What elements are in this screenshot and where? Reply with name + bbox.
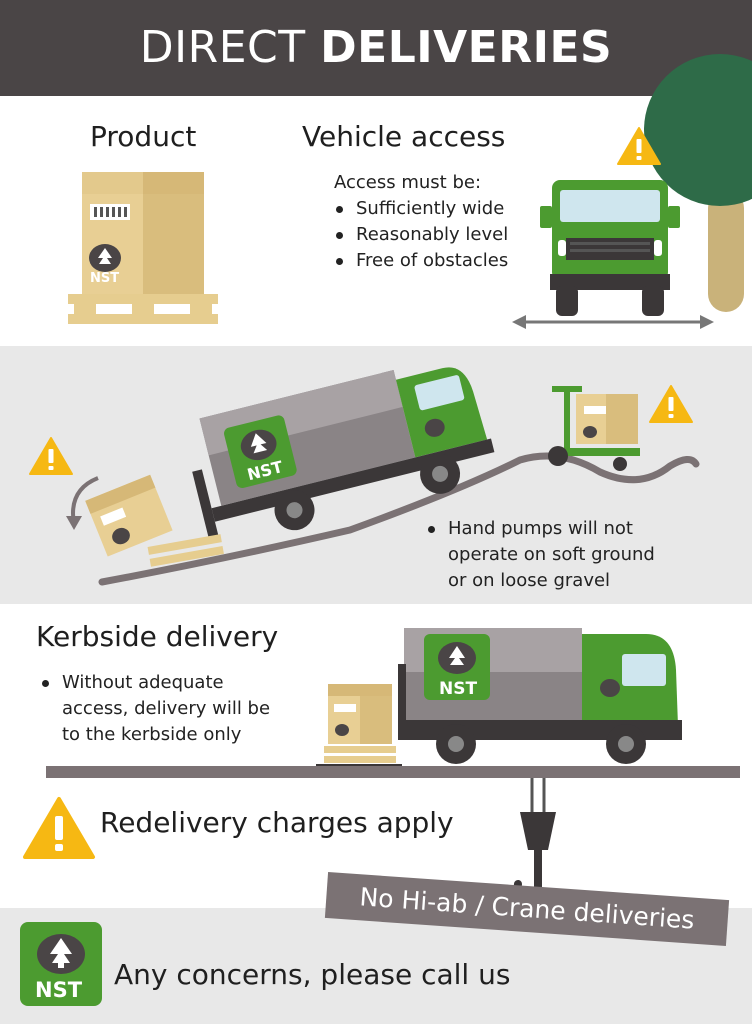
list-item: Reasonably level bbox=[334, 222, 508, 248]
width-arrow-icon bbox=[512, 315, 714, 329]
kerbside-truck-logo: NST bbox=[439, 679, 477, 699]
access-list: Sufficiently wide Reasonably level Free … bbox=[334, 196, 508, 274]
warning-icon bbox=[617, 127, 661, 165]
warning-icon bbox=[649, 385, 693, 423]
kerb-road-line bbox=[46, 766, 740, 778]
falling-box-icon bbox=[85, 474, 224, 567]
warning-icon bbox=[23, 797, 95, 859]
kerbside-list-cont: access, delivery will be to the kerbside… bbox=[62, 696, 270, 748]
kerbside-list: Without adequate bbox=[40, 670, 224, 696]
product-box-logo: NST bbox=[90, 271, 119, 286]
kerbside-heading: Kerbside delivery bbox=[36, 620, 279, 653]
footer-logo-text: NST bbox=[35, 978, 83, 1002]
vehicle-access-heading: Vehicle access bbox=[302, 120, 506, 153]
curved-arrow-icon bbox=[66, 476, 99, 530]
truck-side-icon: NST bbox=[192, 367, 495, 540]
warning-icon bbox=[29, 437, 73, 475]
title-regular: DIRECT bbox=[139, 22, 306, 73]
footer-text: Any concerns, please call us bbox=[114, 958, 511, 991]
ground-list: Hand pumps will not bbox=[426, 516, 633, 542]
nst-logo-icon: NST bbox=[20, 922, 102, 1006]
list-item: Sufficiently wide bbox=[334, 196, 508, 222]
list-item: Without adequate bbox=[40, 670, 224, 696]
header-bar: DIRECT DELIVERIES bbox=[0, 0, 752, 96]
tree-icon bbox=[644, 54, 752, 312]
ground-list-cont: operate on soft ground or on loose grave… bbox=[448, 542, 655, 594]
product-heading: Product bbox=[90, 120, 197, 153]
kerbside-truck-icon: NST bbox=[398, 628, 682, 764]
page-title: DIRECT DELIVERIES bbox=[0, 22, 752, 73]
redelivery-text: Redelivery charges apply bbox=[100, 806, 454, 839]
list-item: Hand pumps will not bbox=[426, 516, 633, 542]
title-bold: DELIVERIES bbox=[320, 22, 613, 73]
list-item: operate on soft ground bbox=[448, 544, 655, 565]
list-item: to the kerbside only bbox=[62, 724, 242, 745]
list-item: or on loose gravel bbox=[448, 570, 611, 591]
list-item: Free of obstacles bbox=[334, 248, 508, 274]
product-box-icon: NST bbox=[68, 172, 218, 324]
access-intro: Access must be: bbox=[334, 172, 482, 193]
uneven-ground-line bbox=[98, 452, 700, 586]
pallet-truck-icon bbox=[548, 386, 640, 471]
list-item: access, delivery will be bbox=[62, 698, 271, 719]
kerbside-box-icon bbox=[316, 684, 402, 768]
truck-front-icon bbox=[540, 180, 680, 316]
